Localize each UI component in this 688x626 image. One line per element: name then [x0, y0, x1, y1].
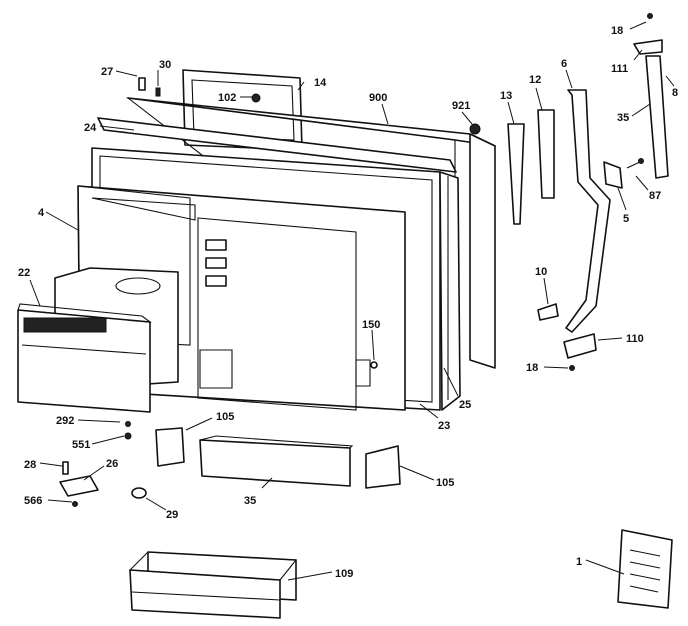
callout-105-left: 105 [216, 411, 234, 423]
callout-26: 26 [106, 458, 118, 470]
callout-18-bottom: 18 [526, 362, 538, 374]
callout-13: 13 [500, 90, 512, 102]
callout-150: 150 [362, 319, 380, 331]
callout-1: 1 [576, 556, 582, 568]
callout-921: 921 [452, 100, 470, 112]
right-side-brackets [507, 13, 669, 371]
callout-5: 5 [623, 213, 629, 225]
leader-lines [29, 21, 675, 581]
callout-12: 12 [529, 74, 541, 86]
shelf-rail-parts [155, 427, 401, 489]
callout-25: 25 [459, 399, 471, 411]
callout-105-right: 105 [436, 477, 454, 489]
callout-109: 109 [335, 568, 353, 580]
small-hardware-top [138, 77, 261, 103]
callout-111: 111 [611, 63, 628, 75]
panel-vent-slots [23, 317, 107, 333]
callout-292: 292 [56, 415, 74, 427]
small-hardware-bottom [59, 421, 147, 507]
callout-566: 566 [24, 495, 42, 507]
callout-27: 27 [101, 66, 113, 78]
callout-35-bottom: 35 [244, 495, 256, 507]
callout-900: 900 [369, 92, 387, 104]
callout-10: 10 [535, 266, 547, 278]
callout-6: 6 [561, 58, 567, 70]
callout-24: 24 [84, 122, 97, 134]
literature-booklet [617, 529, 673, 609]
callout-102: 102 [218, 92, 236, 104]
callout-23: 23 [438, 420, 450, 432]
callout-87: 87 [649, 190, 661, 202]
callout-551: 551 [72, 439, 90, 451]
callout-22: 22 [18, 267, 30, 279]
callout-14: 14 [314, 77, 327, 89]
screw-921-icon [469, 123, 481, 135]
callout-18-top: 18 [611, 25, 623, 37]
callout-35-right: 35 [617, 112, 629, 124]
callout-28: 28 [24, 459, 36, 471]
callout-8: 8 [672, 87, 678, 99]
callout-29: 29 [166, 509, 178, 521]
callout-labels: 18 111 27 30 14 102 900 921 13 12 6 35 8… [18, 25, 678, 580]
freezer-front-panel [17, 303, 152, 413]
callout-30: 30 [159, 59, 171, 71]
crisper-drawer [128, 551, 298, 619]
callout-4: 4 [38, 207, 45, 219]
cabinet-outer-shell [126, 97, 496, 369]
callout-110: 110 [626, 333, 644, 345]
